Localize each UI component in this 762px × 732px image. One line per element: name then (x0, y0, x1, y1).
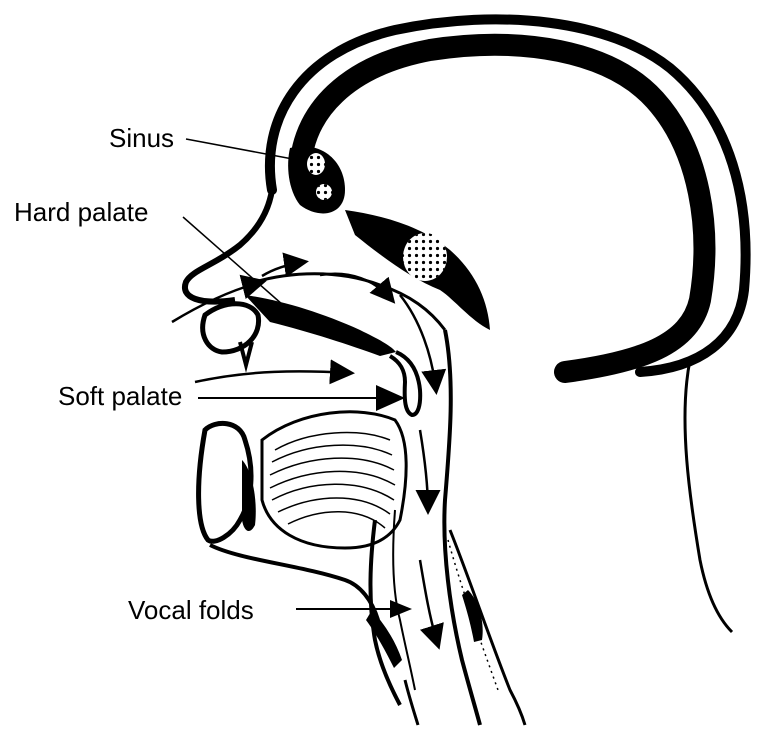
hard-palate-shape (245, 295, 396, 356)
sinus-pointer (186, 139, 298, 160)
trachea-front (405, 680, 418, 725)
soft-palate-arrowhead (376, 385, 405, 411)
label-hard-palate: Hard palate (14, 199, 148, 225)
trachea-back (450, 530, 525, 725)
skull-inner-band (300, 45, 704, 372)
tongue-hatching (270, 433, 395, 528)
label-vocal-folds: Vocal folds (128, 597, 254, 623)
vocal-fold-front (366, 610, 402, 668)
face-profile (185, 190, 272, 302)
soft-palate-uvula (390, 352, 420, 415)
neck-back (685, 360, 732, 632)
pharynx-wall (444, 330, 480, 725)
vocal-folds-arrowhead (390, 600, 412, 618)
label-soft-palate: Soft palate (58, 383, 182, 409)
label-sinus: Sinus (109, 125, 174, 151)
